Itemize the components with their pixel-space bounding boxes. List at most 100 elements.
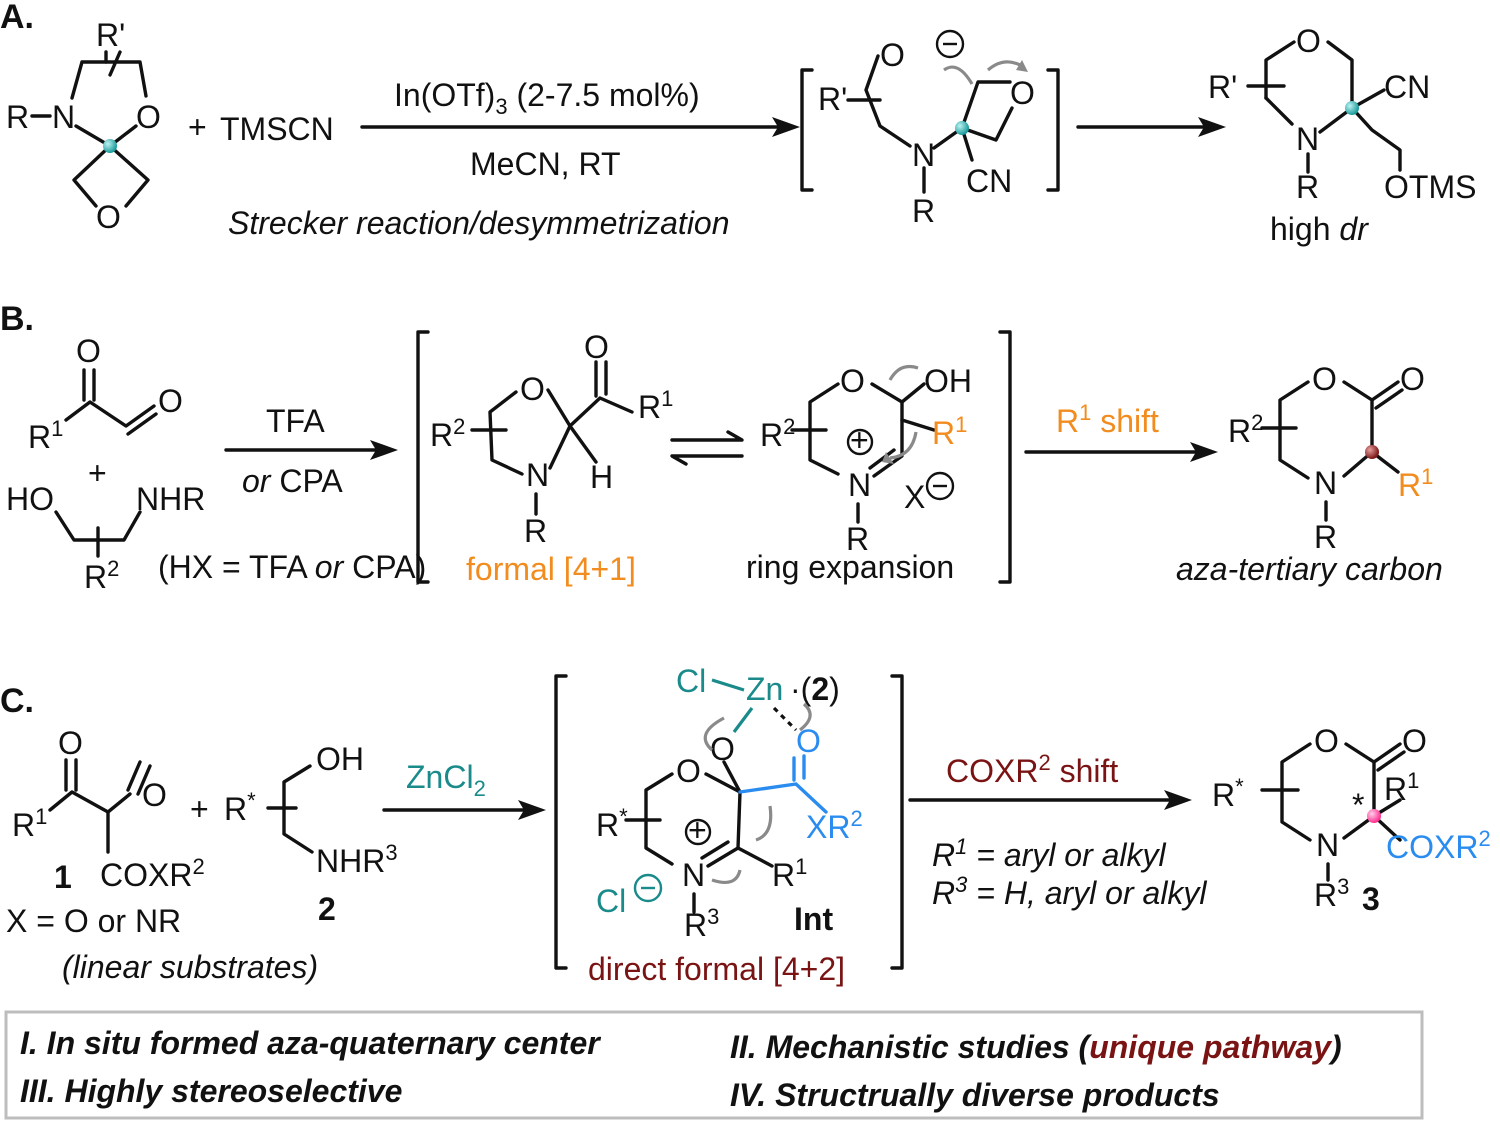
prod-c-n: N (1316, 827, 1339, 863)
c1-o1: O (58, 725, 83, 761)
int-b2-r: R (846, 521, 869, 557)
feature-1: I. In situ formed aza-quaternary center (20, 1025, 601, 1061)
c2-rstar: R* (224, 788, 256, 827)
compound-2: R* OH NHR3 2 (224, 741, 398, 927)
spiro-reactant: R' N O R O (6, 17, 161, 235)
plus-sign-a: + (188, 109, 207, 145)
int-a-rprime: R' (818, 81, 847, 117)
feature-box: I. In situ formed aza-quaternary center … (4, 1010, 1424, 1120)
plus-sign-c: + (190, 791, 209, 827)
prod-a-o: O (1296, 23, 1321, 59)
plus-sign-b: + (88, 455, 107, 491)
prod-a-rprime: R' (1208, 69, 1237, 105)
compound-3-number: 3 (1362, 881, 1380, 917)
reactant-rprime: R' (96, 17, 125, 53)
int-b1-h: H (590, 459, 613, 495)
condition-r1: R1 = aryl or alkyl (932, 834, 1167, 873)
prod-c-r3: R3 (1314, 874, 1349, 913)
section-b: B. O O R1 + HO NHR R2 (HX = TFA or CPA) … (0, 300, 1443, 595)
c1-o2: O (142, 777, 167, 813)
int-c-ring-o: O (676, 753, 701, 789)
int-c-rstar: R* (596, 804, 628, 843)
ketoaldehyde: O O R1 (28, 333, 183, 455)
int-c-r3: R3 (684, 904, 719, 943)
shift-label-c: COXR2 shift (946, 750, 1118, 789)
aminoalcohol-nhr: NHR (136, 481, 205, 517)
int-b2-oh: OH (924, 363, 972, 399)
int-c-n: N (682, 857, 705, 893)
int-b1-r: R (524, 513, 547, 549)
int-c-cl: Cl (676, 663, 706, 699)
prod-c-rstar: R* (1212, 774, 1244, 813)
int-b2-charge: + (850, 422, 869, 458)
aminoalcohol-ho: HO (6, 481, 54, 517)
int-b2-x: X (904, 479, 925, 515)
prod-b-caption: aza-tertiary carbon (1176, 551, 1443, 587)
reactant-r: R (6, 99, 29, 135)
shift-label-b: R1 shift (1056, 400, 1159, 439)
prod-c-r1: R1 (1384, 768, 1419, 807)
int-b1-r1: R1 (638, 386, 673, 425)
reagent-a: In(OTf)3 (2-7.5 mol%) (394, 77, 700, 119)
int-c-zn-ligand: ·(2) (790, 671, 840, 707)
prod-b-r2: R2 (1228, 410, 1263, 449)
reagent-c: ZnCl2 (406, 759, 486, 801)
prod-b-center-marker (1365, 445, 1379, 459)
section-c: C. O O R1 COXR2 1 X = O or NR (linear su… (0, 663, 1491, 987)
intermediate-c: Cl Zn ·(2) O O O R* + N R3 R1 (588, 663, 863, 987)
int-a-o: O (880, 37, 905, 73)
int-b1-carbonyl-o: O (584, 329, 609, 365)
intermediate-b1: O R2 N R H O R1 formal [4+1] (430, 329, 673, 587)
hx-note: (HX = TFA or CPA) (158, 549, 426, 585)
int-a-r: R (912, 193, 935, 229)
reagent-b: TFA (266, 403, 325, 439)
feature-3: III. Highly stereoselective (20, 1073, 402, 1109)
int-b1-n: N (526, 457, 549, 493)
int-a-oxetane-o: O (1010, 75, 1035, 111)
glyoxal-o1: O (76, 333, 101, 369)
int-c-caption: direct formal [4+2] (588, 951, 845, 987)
int-b1-o: O (520, 371, 545, 407)
c1-coxr2: COXR2 (100, 854, 205, 893)
prod-b-n: N (1314, 465, 1337, 501)
prod-a-center-marker (1345, 101, 1359, 115)
compound-2-number: 2 (318, 891, 336, 927)
intermediate-b2: O R2 OH R1 + N R X ring expansion (746, 363, 972, 585)
int-c-r1: R1 (772, 854, 807, 893)
prod-a-r: R (1296, 169, 1319, 205)
reactant-n: N (52, 99, 75, 135)
c2-oh: OH (316, 741, 364, 777)
x-definition: X = O or NR (6, 903, 181, 939)
condition-r3: R3 = H, aryl or alkyl (932, 872, 1207, 911)
section-a: A. R' N O R O + TMSCN In(OTf)3 (2-7.5 mo… (0, 0, 1476, 247)
equilibrium-arrows (670, 430, 744, 466)
compound-1: O O R1 COXR2 1 X = O or NR (linear subst… (6, 725, 318, 985)
prod-c-center-marker (1367, 809, 1381, 823)
int-a-n: N (912, 137, 935, 173)
prod-b-o: O (1312, 361, 1337, 397)
c2-nhr3: NHR3 (316, 840, 398, 879)
int-b2-o: O (840, 363, 865, 399)
description-a: Strecker reaction/desymmetrization (228, 205, 730, 241)
reactant-oxetane-o: O (96, 199, 121, 235)
int-b2-n: N (848, 467, 871, 503)
int-c-charge: + (688, 812, 707, 848)
compound-1-number: 1 (54, 859, 72, 895)
reactant-o: O (136, 99, 161, 135)
int-c-o-zn: O (710, 731, 735, 767)
tmscn: TMSCN (220, 111, 334, 147)
aminoalcohol-r2: R2 (84, 556, 119, 595)
prod-a-n: N (1296, 121, 1319, 157)
prod-b-r: R (1314, 519, 1337, 555)
int-c-zn: Zn (746, 671, 783, 707)
section-a-label: A. (0, 0, 34, 36)
section-b-label: B. (0, 300, 34, 338)
c1-r1: R1 (12, 804, 47, 843)
intermediate-a: O R' N R O CN (818, 29, 1035, 229)
int-a-cn: CN (966, 163, 1012, 199)
int-b1-caption: formal [4+1] (466, 551, 636, 587)
feature-2: II. Mechanistic studies (unique pathway) (730, 1029, 1342, 1065)
prod-a-cn: CN (1384, 69, 1430, 105)
int-a-center-marker (955, 121, 969, 135)
